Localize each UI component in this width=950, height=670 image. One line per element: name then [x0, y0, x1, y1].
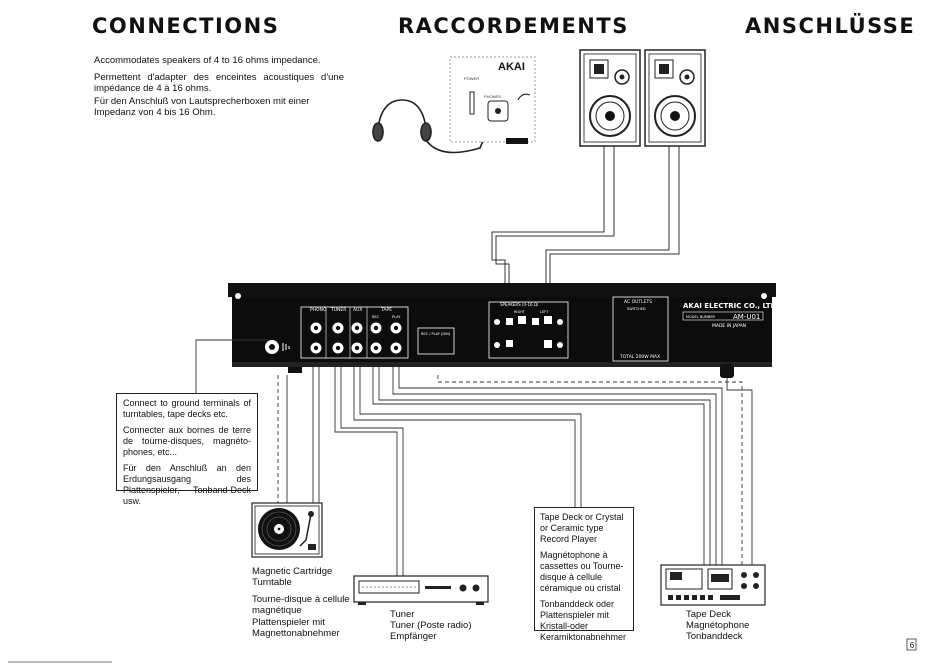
ground-note-english: Connect to ground terminals of turntable… [123, 398, 251, 419]
turntable-caption-french: Tourne-disque à cellule magnétique [252, 594, 350, 616]
turntable-caption-english: Magnetic Cartridge Turntable [252, 566, 333, 588]
aux-device-box: Tape Deck or Crystal or Ceramic type Rec… [534, 507, 634, 642]
aux-caption-french: Magnétophone à cassettes ou Tourne-disqu… [540, 550, 624, 593]
turntable-icon [251, 502, 323, 558]
front-panel: AKAI POWER PHONES [449, 56, 536, 144]
heading-german: ANSCHLÜSSE [745, 14, 916, 38]
signal-cables [312, 367, 723, 576]
label-ac-outlets: AC OUTLETS [624, 299, 652, 305]
page-number: 6 [909, 641, 915, 650]
label-rec-play: REC / PLAY (DIN) [421, 332, 451, 336]
tuner-icon [353, 575, 489, 605]
label-total-power: TOTAL 200W MAX [619, 354, 660, 360]
front-brand: AKAI [498, 61, 525, 73]
headphones-icon [372, 99, 493, 154]
ground-terminal [265, 340, 290, 354]
label-tuner: TUNER [330, 307, 346, 313]
ground-wires [195, 339, 743, 570]
label-speakers: SPEAKERS (4-16 Ω) [500, 302, 539, 307]
page-number-box [906, 638, 917, 651]
label-tape: TAPE [380, 307, 392, 313]
heading-english: CONNECTIONS [92, 14, 280, 38]
label-play: PLAY [392, 315, 401, 319]
ground-note-box: Connect to ground terminals of turntable… [116, 393, 258, 506]
label-rec: REC [372, 315, 380, 319]
intro-english: Accommodates speakers of 4 to 16 ohms im… [94, 55, 321, 66]
speaker-cables [491, 146, 680, 296]
turntable-caption-german: Plattenspieler mit Magnettonabnehmer [252, 617, 340, 639]
label-switched: SWITCHED [627, 307, 646, 311]
tape-deck-caption-german: Tonbanddeck [686, 631, 743, 642]
power-cord [726, 378, 753, 570]
speaker-right-icon [579, 49, 641, 147]
rear-panel: PHONO TUNER AUX TAPE REC PLAY REC / PLAY… [228, 283, 779, 378]
aux-caption-english: Tape Deck or Crystal or Ceramic type Rec… [540, 512, 624, 544]
ground-note-german: Für den Anschluß an den Erdungsausgang d… [123, 463, 251, 506]
ground-note-french: Connecter aux bornes de terre de tourne-… [123, 425, 251, 457]
label-speaker-right: RIGHT [514, 310, 526, 314]
tape-deck-caption-english: Tape Deck [686, 609, 731, 620]
model-prefix: MODEL NUMBER [686, 315, 716, 319]
tape-deck-caption-french: Magnétophone [686, 620, 750, 631]
origin-label: MADE IN JAPAN [712, 323, 746, 329]
label-aux: AUX [353, 307, 362, 313]
tape-deck-icon [660, 564, 766, 606]
tuner-caption-english: Tuner [390, 609, 415, 620]
speaker-left-icon [644, 49, 706, 147]
heading-french: RACCORDEMENTS [398, 14, 629, 38]
intro-french: Permettent d'adapter des enceintes acous… [94, 72, 344, 94]
rca-jacks [310, 322, 402, 354]
maker-name: AKAI ELECTRIC CO., LTD. [683, 302, 779, 310]
model-number: AM-U01 [733, 313, 760, 321]
tuner-caption-french: Tuner (Poste radio) [390, 620, 472, 631]
label-speaker-left: LEFT [540, 310, 549, 314]
intro-german: Für den Anschluß von Lautsprecherboxen m… [94, 96, 310, 118]
aux-caption-german: Tonbanddeck oder Plattenspieler mit Kris… [540, 599, 627, 642]
power-label: POWER [464, 76, 479, 81]
phones-label: PHONES [484, 94, 501, 99]
label-phono: PHONO [310, 307, 327, 313]
tuner-caption-german: Empfänger [390, 631, 437, 642]
